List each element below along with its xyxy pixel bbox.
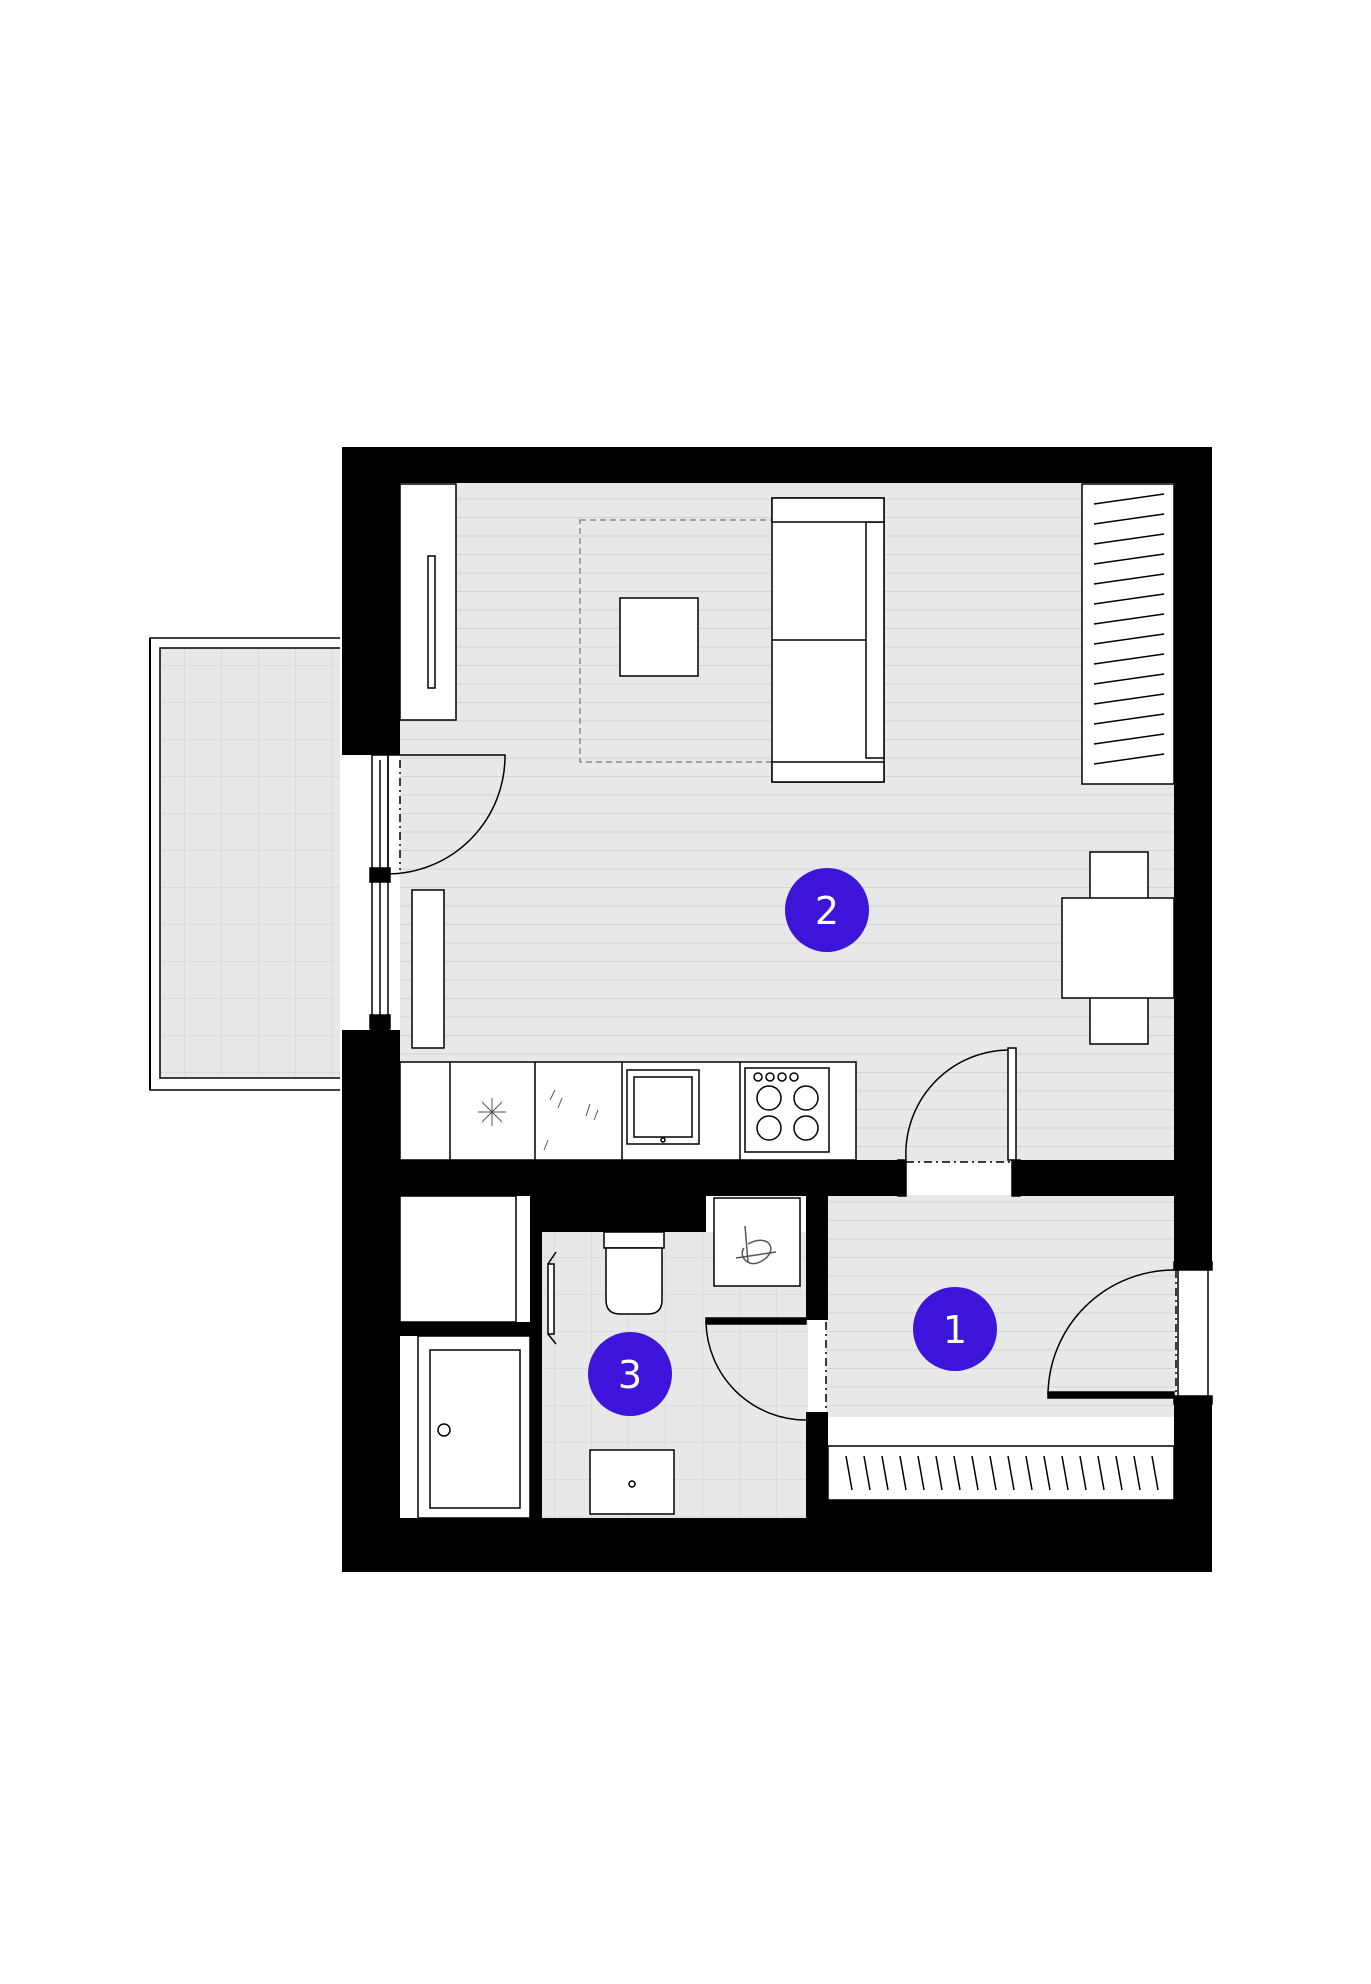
- wall-shower-side: [530, 1196, 542, 1526]
- sofa-icon: [771, 497, 885, 783]
- wall-left-upper: [342, 447, 400, 755]
- room-marker-2[interactable]: 2: [785, 868, 869, 952]
- wall-bath-hall-lower: [806, 1412, 828, 1538]
- wall-bath-bottom: [400, 1518, 826, 1540]
- hall-wardrobe: [827, 1445, 1175, 1501]
- wall-kitchen-hall-right: [1018, 1160, 1174, 1196]
- fridge-icon: [478, 1098, 506, 1126]
- wall-top: [342, 447, 1212, 483]
- chair-icon: [1089, 851, 1149, 901]
- wardrobe-icon: [1081, 483, 1175, 785]
- washbasin-icon: [589, 1449, 675, 1515]
- walls: [342, 447, 1212, 1572]
- cooktop-icon: [744, 1067, 830, 1153]
- towel-rail-icon: [547, 1251, 557, 1345]
- tv-unit: [411, 889, 445, 1049]
- bath-cabinet: [399, 1195, 517, 1323]
- wall-left-lower: [342, 1030, 400, 1572]
- wall-shower-divider: [400, 1322, 540, 1336]
- wall-right-upper: [1174, 447, 1212, 1265]
- room-number-1: 1: [943, 1308, 967, 1352]
- bathroom-door[interactable]: [705, 1317, 827, 1421]
- coffee-table-icon: [619, 597, 699, 677]
- wardrobe-icon: [827, 1445, 1175, 1501]
- room-number-3: 3: [618, 1353, 642, 1397]
- hall-floor: [826, 1195, 1176, 1417]
- chair-icon: [1089, 995, 1149, 1045]
- toilet-icon: [603, 1231, 665, 1315]
- wall-kitchen-hall: [400, 1160, 906, 1196]
- wall-hall-bottom: [826, 1500, 1174, 1538]
- entrance-door[interactable]: [1047, 1261, 1213, 1405]
- door-swing-icon: [705, 1321, 807, 1421]
- bathroom-fixtures: [399, 1195, 801, 1519]
- door-swing-icon: [1047, 1269, 1175, 1396]
- living-room-furniture: [399, 483, 1175, 1049]
- worktop-icon: [543, 1089, 599, 1151]
- wall-bath-top: [540, 1196, 706, 1232]
- room-number-2: 2: [815, 889, 839, 933]
- door-swing-icon: [905, 1049, 1009, 1161]
- room-marker-3[interactable]: 3: [588, 1332, 672, 1416]
- washing-machine-icon: [713, 1197, 801, 1287]
- sink-icon: [626, 1069, 700, 1145]
- dining-table-icon: [1061, 897, 1175, 999]
- hall-door[interactable]: [897, 1047, 1021, 1197]
- wall-bath-hall-upper: [806, 1196, 828, 1320]
- balcony: [149, 637, 340, 1091]
- balcony-floor: [160, 648, 340, 1078]
- wall-bottom: [342, 1538, 1212, 1572]
- door-swing-icon: [387, 754, 506, 875]
- room-marker-1[interactable]: 1: [913, 1287, 997, 1371]
- kitchen: [399, 1061, 857, 1161]
- shower-tray-icon: [417, 1335, 531, 1519]
- balcony-door[interactable]: [369, 754, 506, 1031]
